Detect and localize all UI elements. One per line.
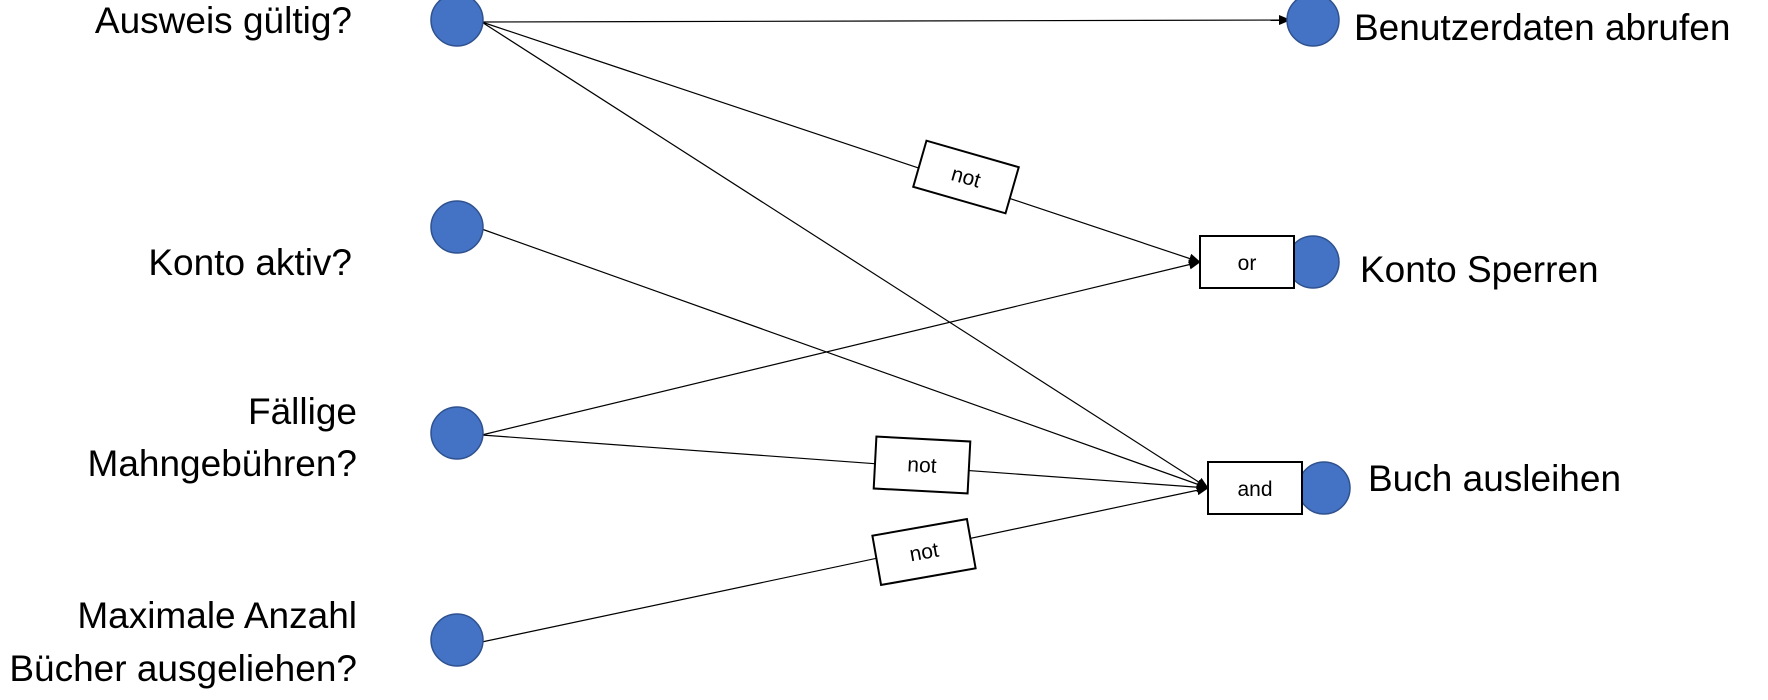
output-node-buch xyxy=(1297,461,1351,515)
input-label-mahn-line-1: Fällige xyxy=(248,391,357,432)
edge-mahn-to-sperren xyxy=(481,259,1201,436)
gates-layer: not not not or and xyxy=(871,139,1303,587)
modifier-box-frame xyxy=(872,435,972,495)
edge-ausweis-to-benutzer xyxy=(481,15,1291,26)
edge-ausweis-to-buch xyxy=(481,21,1209,489)
modifier-box-mahn-buch: not xyxy=(872,435,972,495)
modifier-box-ausweis-sperren: not xyxy=(912,139,1020,215)
output-node-benutzer xyxy=(1286,0,1340,47)
modifier-box-max-buch: not xyxy=(871,517,977,587)
modifier-label: not xyxy=(908,539,941,567)
input-node-mahn xyxy=(430,406,484,460)
modifier-box-frame xyxy=(912,139,1020,215)
input-label-ausweis-line-1: Ausweis gültig? xyxy=(95,0,352,41)
modifier-label: not xyxy=(907,453,938,478)
output-label-benutzer: Benutzerdaten abrufen xyxy=(1354,7,1730,48)
input-label-konto-line-1: Konto aktiv? xyxy=(148,242,352,283)
input-label-max-line-2: Bücher ausgeliehen? xyxy=(9,648,357,689)
input-node-konto xyxy=(430,200,484,254)
output-label-sperren: Konto Sperren xyxy=(1360,249,1599,290)
gate-box-sperren xyxy=(1199,235,1295,289)
output-label-buch: Buch ausleihen xyxy=(1368,458,1621,499)
nodes-layer xyxy=(430,0,1351,667)
edge-mahn-to-buch xyxy=(481,434,1209,493)
edges-layer xyxy=(481,15,1291,643)
modifier-box-frame xyxy=(871,517,977,587)
input-label-max-line-1: Maximale Anzahl xyxy=(77,595,357,636)
gate-label-buch: and xyxy=(1237,478,1272,501)
labels-layer: Ausweis gültig? Konto aktiv? FälligeMahnge… xyxy=(9,0,1730,689)
input-node-ausweis xyxy=(430,0,484,47)
gate-label-sperren: or xyxy=(1238,252,1257,275)
input-label-mahn-line-2: Mahngebühren? xyxy=(88,443,358,484)
edge-konto-to-buch xyxy=(481,228,1209,490)
edge-max-to-buch xyxy=(481,485,1209,643)
edge-ausweis-to-sperren xyxy=(481,21,1201,264)
input-node-max xyxy=(430,613,484,667)
gate-box-buch xyxy=(1207,461,1303,515)
